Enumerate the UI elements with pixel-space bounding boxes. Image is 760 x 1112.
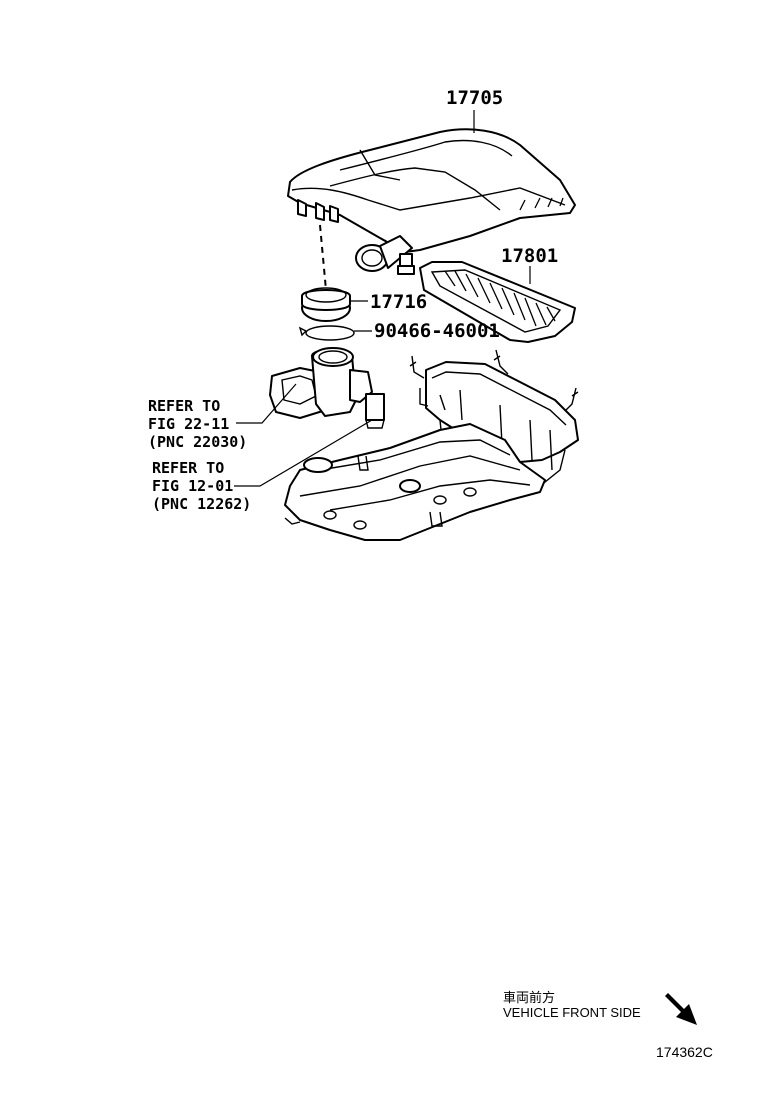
air-filter-element[interactable] [419,261,576,343]
reference-callout-1[interactable]: REFER TO FIG 22-11 (PNC 22030) [148,383,297,451]
part-number-90466-46001[interactable]: 90466-46001 [374,320,500,342]
direction-label-en: VEHICLE FRONT SIDE [503,1005,641,1020]
ref-1-line-1: REFER TO [148,397,220,415]
figure-code: 174362C [656,1044,713,1060]
direction-label-jp: 車両前方 [503,991,556,1006]
alignment-line [319,224,327,291]
ref-2-line-1: REFER TO [152,459,224,477]
ref-1-line-3: (PNC 22030) [148,433,247,451]
sealing-ring[interactable] [301,287,351,322]
part-number-17716[interactable]: 17716 [370,291,427,313]
air-cleaner-cap[interactable] [287,128,576,275]
leader-ref-2 [234,419,373,487]
throttle-body[interactable] [269,347,385,429]
ref-2-line-3: (PNC 12262) [152,495,251,513]
ref-2-line-2: FIG 12-01 [152,477,233,495]
reference-callout-2[interactable]: REFER TO FIG 12-01 (PNC 12262) [152,419,373,513]
intake-manifold[interactable] [284,423,546,541]
arrow-down-right-icon [662,993,697,1025]
ref-1-line-2: FIG 22-11 [148,415,229,433]
leader-ref-1 [236,383,297,424]
part-number-17705[interactable]: 17705 [446,87,503,109]
hose-clamp[interactable] [298,325,355,341]
part-number-17801[interactable]: 17801 [501,245,558,267]
